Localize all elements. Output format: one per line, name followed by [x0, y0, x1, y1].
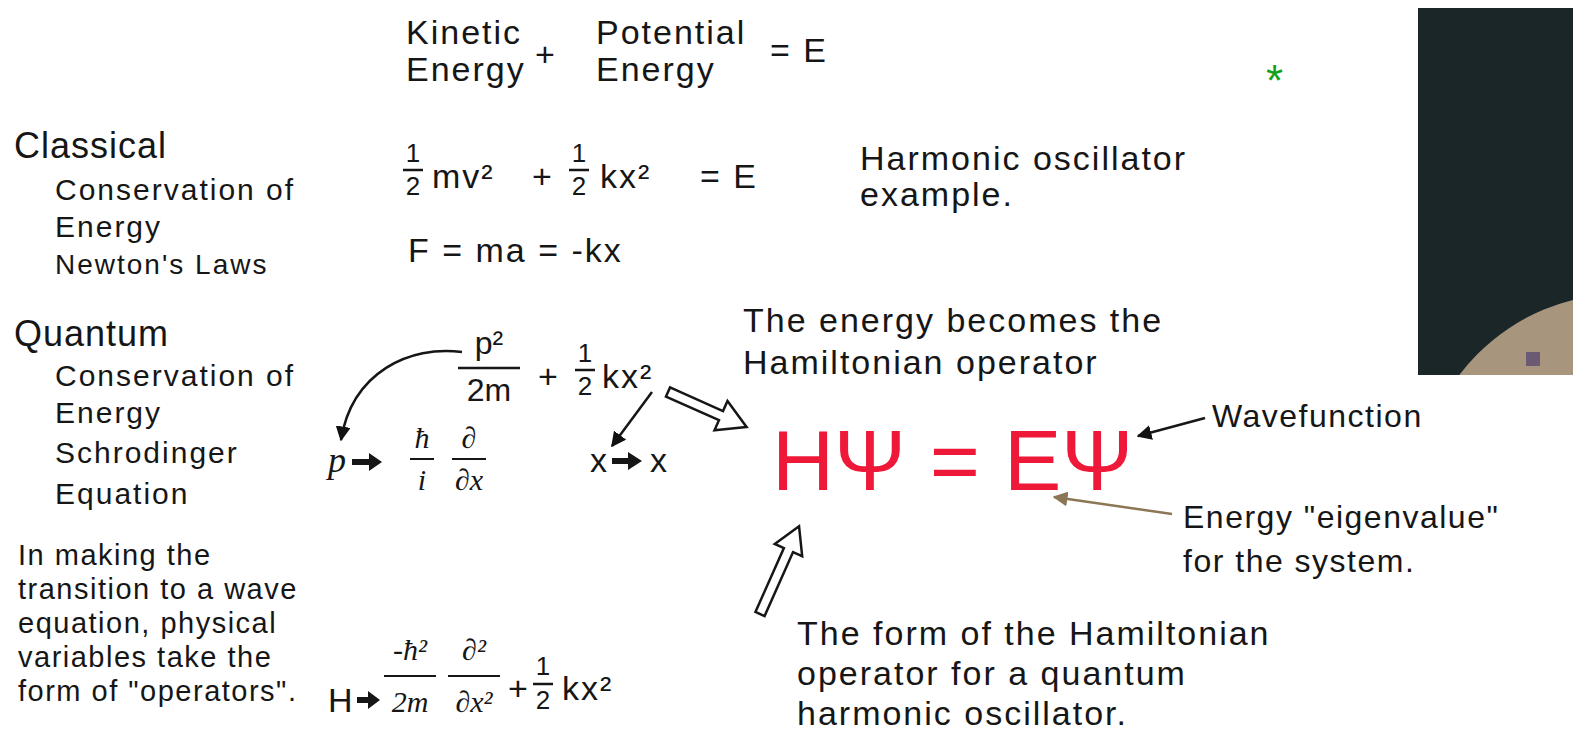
asterisk-mark: * — [1266, 57, 1283, 105]
fraction-denominator: 2m — [392, 685, 429, 718]
annotation-text: The energy becomes the Hamiltonian opera… — [743, 299, 1223, 383]
energy-heading: Potential Energy — [596, 14, 771, 88]
picture-square — [1526, 352, 1540, 366]
equation-term: = E — [770, 32, 828, 69]
section-heading: Quantum — [14, 314, 169, 354]
becomes-arrow — [352, 453, 382, 471]
formula-term: mv² — [432, 158, 495, 195]
plus-sign: + — [538, 358, 560, 395]
section-item: Conservation of Energy — [55, 171, 323, 245]
fraction-bar — [458, 367, 520, 370]
fraction-denominator: 2 — [578, 372, 592, 401]
schrodinger-equation: HΨ = EΨ — [772, 413, 1133, 507]
fraction-bar — [410, 458, 434, 460]
fraction-denominator: i — [418, 463, 426, 496]
leader-arrow — [1138, 418, 1205, 436]
fraction-bar — [575, 369, 595, 372]
operator-symbol: x — [590, 442, 607, 479]
operator-symbol: x — [650, 442, 667, 479]
fraction-numerator: ∂ — [462, 421, 477, 454]
hollow-arrow — [661, 377, 753, 441]
annotation-text: Wavefunction — [1212, 399, 1423, 434]
fraction-denominator: ∂x² — [455, 685, 492, 718]
section-item: Conservation of Energy — [55, 357, 323, 431]
equation-term: = E — [700, 158, 758, 195]
becomes-arrow — [357, 691, 380, 709]
fraction-numerator: 1 — [572, 139, 586, 168]
fraction-numerator: p² — [475, 326, 503, 361]
fraction-denominator: 2 — [572, 172, 586, 201]
fraction-numerator: 1 — [536, 652, 550, 681]
fraction-bar — [384, 675, 436, 677]
annotation-text: The form of the Hamiltonian operator for… — [797, 613, 1327, 733]
energy-heading: Kinetic Energy — [406, 14, 556, 88]
plus-sign: + — [532, 158, 554, 195]
formula-term: kx² — [600, 158, 651, 195]
fraction-numerator: ħ — [415, 421, 430, 454]
fraction-bar — [403, 169, 423, 172]
fraction-numerator: 1 — [578, 339, 592, 368]
fraction-bar — [452, 458, 486, 460]
section-item: Newton's Laws — [55, 249, 268, 280]
hollow-arrow-shape — [661, 377, 753, 441]
section-heading: Classical — [14, 126, 167, 166]
fraction-bar — [569, 169, 589, 172]
note-text: In making the transition to a wave equat… — [18, 538, 310, 708]
operator-symbol: p — [328, 440, 346, 480]
fraction-numerator: -ħ² — [393, 633, 427, 666]
leader-arrow — [341, 351, 462, 440]
annotation-text: Energy "eigenvalue" for the system. — [1183, 495, 1528, 583]
section-item: Schrodinger Equation — [55, 432, 323, 514]
formula-term: kx² — [602, 358, 653, 395]
hollow-arrow — [746, 520, 812, 620]
fraction-denominator: 2 — [406, 172, 420, 201]
fraction-numerator: ∂² — [462, 633, 486, 666]
fraction-denominator: 2m — [467, 373, 511, 408]
operator-symbol: H — [328, 682, 353, 719]
plus-sign: + — [535, 36, 557, 73]
becomes-arrow — [612, 452, 642, 470]
picture-disc — [1418, 294, 1573, 375]
fraction-bar — [448, 675, 500, 677]
fraction-numerator: 1 — [406, 139, 420, 168]
formula-term: F = ma = -kx — [408, 232, 623, 269]
fraction-bar — [533, 683, 553, 686]
fraction-denominator: ∂x — [455, 463, 483, 496]
leader-arrow — [612, 392, 652, 446]
plus-sign: + — [508, 670, 530, 707]
fraction-denominator: 2 — [536, 686, 550, 715]
hollow-arrow-shape — [746, 520, 812, 620]
formula-term: kx² — [562, 670, 613, 707]
example-note: Harmonic oscillator example. — [860, 140, 1220, 212]
